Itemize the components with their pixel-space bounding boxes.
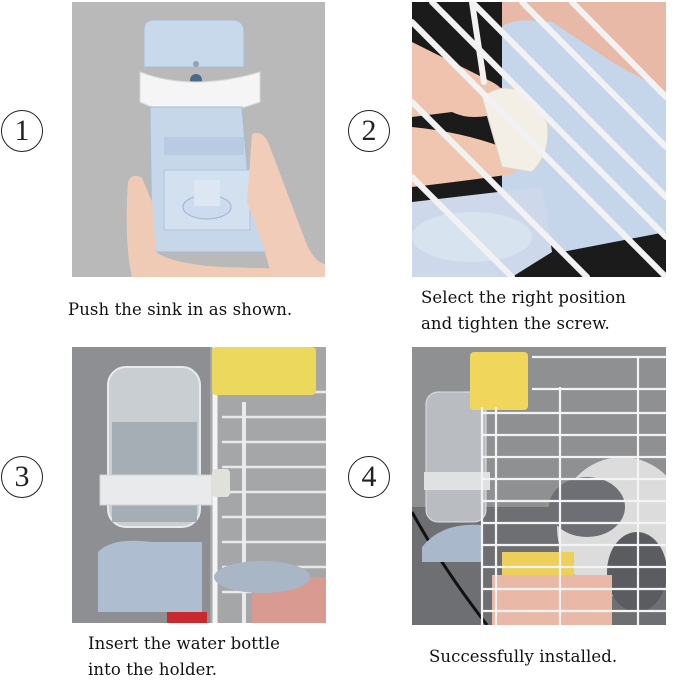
step-number-2: 2	[348, 110, 390, 152]
caption-line: into the holder.	[88, 660, 218, 679]
step-4-photo	[412, 347, 666, 625]
step-number-text: 1	[14, 114, 30, 147]
step-1-photo	[72, 2, 325, 277]
step-1-caption: Push the sink in as shown.	[68, 297, 292, 323]
installed-cage-illustration	[412, 347, 666, 625]
step-number-text: 4	[361, 460, 377, 493]
step-number-1: 1	[1, 110, 43, 152]
caption-line: Push the sink in as shown.	[68, 300, 293, 319]
step-3-caption: Insert the water bottle into the holder.	[88, 631, 280, 683]
feeder-holder-illustration	[72, 2, 325, 277]
screw-tightening-illustration	[412, 2, 666, 277]
caption-line: and tighten the screw.	[421, 314, 610, 333]
caption-line: Insert the water bottle	[88, 634, 280, 653]
step-3-photo	[72, 347, 326, 623]
step-number-4: 4	[348, 456, 390, 498]
step-number-3: 3	[1, 456, 43, 498]
step-4-caption: Successfully installed.	[429, 644, 617, 670]
caption-line: Select the right position	[421, 288, 626, 307]
step-number-text: 2	[361, 114, 377, 147]
water-bottle-illustration	[72, 347, 326, 623]
caption-line: Successfully installed.	[429, 647, 618, 666]
step-2-caption: Select the right position and tighten th…	[421, 285, 626, 337]
step-2-photo	[412, 2, 666, 277]
step-number-text: 3	[14, 460, 30, 493]
